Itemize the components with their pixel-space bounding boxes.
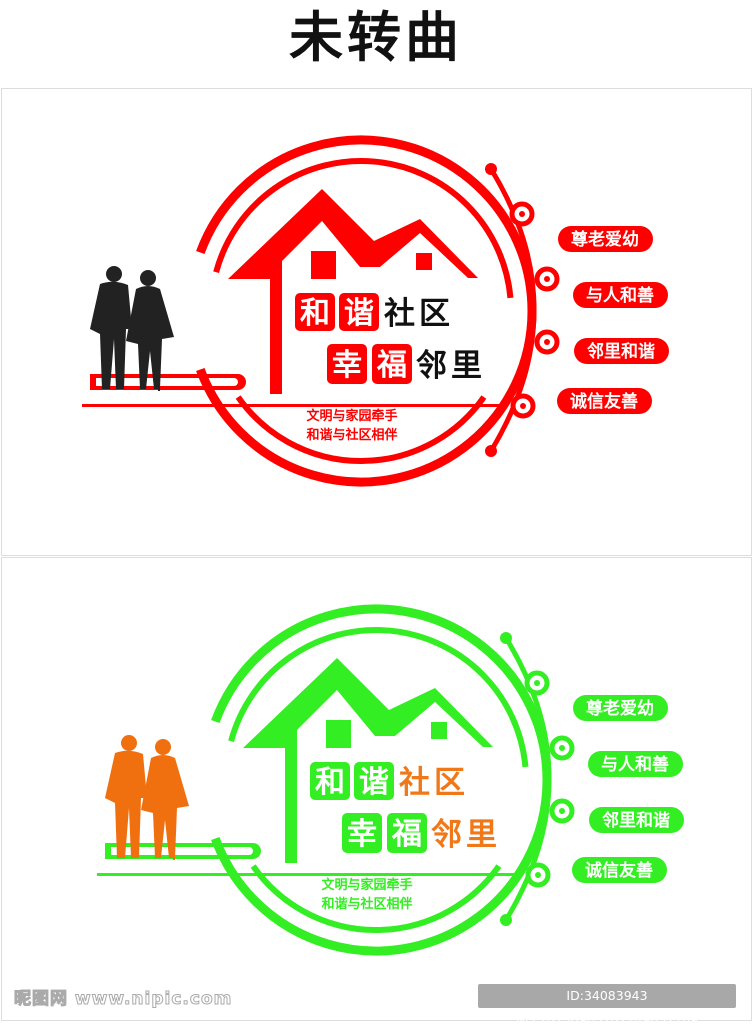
headline-char: 福 — [391, 817, 422, 852]
pill-badge — [558, 226, 653, 252]
headline-box — [339, 293, 379, 331]
headline-box — [342, 813, 382, 853]
slogan-line: 和谐与社区相伴 — [306, 427, 397, 443]
elderly-couple-icon — [105, 735, 189, 860]
headline-box — [372, 344, 412, 384]
watermark-site: 昵图网 www.nipic.com — [13, 989, 233, 1010]
house-icon — [228, 189, 478, 394]
headline-box — [327, 344, 367, 384]
base-slab — [105, 843, 261, 859]
arc-end-dot — [485, 445, 497, 457]
base-line — [82, 404, 502, 407]
pill-badge — [588, 751, 683, 777]
arc-node-dot — [559, 745, 565, 751]
headline-plain: 社区 — [399, 765, 469, 801]
headline-box — [387, 813, 427, 853]
arc-node-dot — [519, 211, 525, 217]
headline-char: 幸 — [347, 817, 377, 852]
base-line — [97, 873, 517, 876]
pill-label: 邻里和谐 — [602, 810, 670, 831]
arc-end-dot — [500, 914, 512, 926]
arc-node-dot — [559, 808, 565, 814]
house-window — [431, 722, 447, 739]
pill-badge — [557, 388, 652, 414]
community-wall-design: 尊老爱幼与人和善邻里和谐诚信友善 和谐社区幸福邻里文明与家园牵手和谐与社区相伴 — [82, 135, 669, 487]
pill-label: 与人和善 — [586, 285, 654, 306]
design-panel-red: 尊老爱幼与人和善邻里和谐诚信友善 和谐社区幸福邻里文明与家园牵手和谐与社区相伴 — [1, 88, 752, 556]
inner-ring-lower — [250, 864, 502, 933]
arc-node-dot — [520, 403, 526, 409]
community-wall-design: 尊老爱幼与人和善邻里和谐诚信友善 和谐社区幸福邻里文明与家园牵手和谐与社区相伴 — [97, 604, 684, 956]
pill-label: 邻里和谐 — [587, 341, 655, 362]
arc-end-dot — [500, 632, 512, 644]
arc-end-dot — [485, 163, 497, 175]
watermark-id: ID:34083943 NO:20250905102249832109 — [478, 984, 736, 1027]
slogan-line: 和谐与社区相伴 — [321, 896, 412, 912]
arc-node-dot — [544, 276, 550, 282]
headline-char: 福 — [376, 348, 407, 383]
base-slab — [90, 374, 246, 390]
headline-char: 幸 — [332, 348, 362, 383]
headline-box — [310, 762, 350, 800]
headline-box — [295, 293, 335, 331]
arc-node-dot — [544, 339, 550, 345]
pill-badge — [589, 807, 684, 833]
pill-label: 尊老爱幼 — [586, 698, 654, 719]
pill-badge — [574, 338, 669, 364]
slogan-line: 文明与家园牵手 — [306, 408, 397, 424]
headline-plain: 邻里 — [431, 817, 501, 853]
side-arc — [503, 636, 552, 922]
pill-label: 诚信友善 — [585, 860, 653, 881]
house-window — [326, 720, 351, 748]
arc-node-dot — [534, 680, 540, 686]
house-window — [416, 253, 432, 270]
house-window — [311, 251, 336, 279]
pill-badge — [572, 857, 667, 883]
page-title: 未转曲 — [289, 6, 463, 69]
pill-label: 诚信友善 — [570, 391, 638, 412]
pill-label: 尊老爱幼 — [571, 229, 639, 250]
slogan-line: 文明与家园牵手 — [321, 877, 412, 893]
elderly-couple-icon — [90, 266, 174, 391]
pill-label: 与人和善 — [601, 754, 669, 775]
inner-ring-upper — [213, 158, 514, 299]
headline-plain: 邻里 — [416, 348, 486, 384]
headline-char: 和 — [315, 765, 345, 800]
arc-node-dot — [535, 872, 541, 878]
design-panel-green: 尊老爱幼与人和善邻里和谐诚信友善 和谐社区幸福邻里文明与家园牵手和谐与社区相伴 — [1, 557, 752, 1021]
inner-ring-lower — [235, 395, 487, 464]
headline-box — [354, 762, 394, 800]
headline-plain: 社区 — [384, 296, 454, 332]
side-arc — [488, 167, 537, 453]
headline-char: 谐 — [359, 765, 389, 800]
pill-badge — [573, 695, 668, 721]
headline-char: 和 — [300, 296, 330, 331]
pill-badge — [573, 282, 668, 308]
headline-char: 谐 — [344, 296, 374, 331]
house-icon — [243, 658, 493, 863]
inner-ring-upper — [228, 627, 529, 768]
